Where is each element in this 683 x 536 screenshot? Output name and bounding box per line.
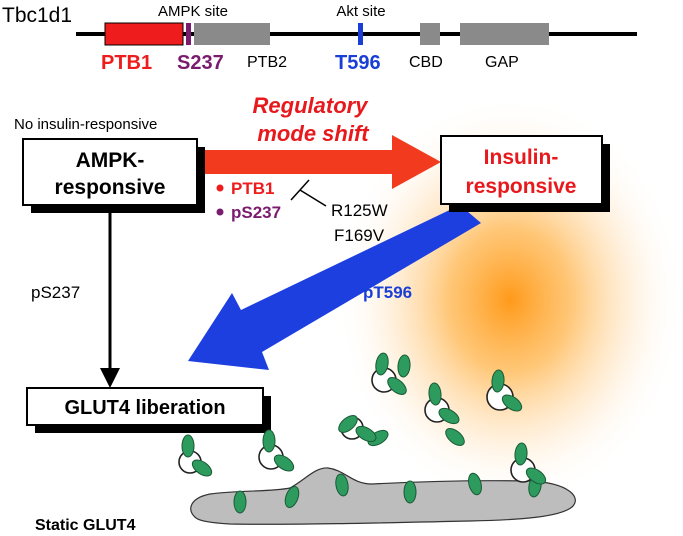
ampk-site-label: AMPK site bbox=[158, 3, 228, 20]
cbd-domain bbox=[420, 23, 440, 45]
glut4-protein bbox=[403, 480, 417, 504]
glut4-protein bbox=[181, 434, 195, 458]
mode-shift-label-line1: Regulatory bbox=[253, 93, 370, 118]
ptb2-label: PTB2 bbox=[247, 54, 287, 71]
pt596-label: pT596 bbox=[363, 283, 412, 302]
ptb1-domain bbox=[104, 22, 184, 46]
insulin-node-line2: responsive bbox=[466, 175, 577, 198]
protein-name: Tbc1d1 bbox=[2, 4, 72, 27]
ps237-arrow-label: pS237 bbox=[31, 283, 80, 302]
glut4-protein bbox=[387, 377, 407, 395]
bullet-ptb1-label: PTB1 bbox=[231, 179, 274, 198]
glut4-protein bbox=[355, 425, 377, 443]
mode-shift-arrow bbox=[196, 135, 441, 189]
glut4-protein bbox=[428, 382, 442, 406]
inhibition-bar bbox=[290, 179, 310, 201]
glut4-protein bbox=[525, 467, 547, 485]
glut4-protein bbox=[375, 352, 389, 376]
s237-site-mark bbox=[186, 23, 191, 45]
glut4-protein bbox=[262, 429, 276, 453]
glut4-protein bbox=[284, 485, 300, 509]
glut4-protein bbox=[491, 369, 505, 393]
glut4-liberation-node: GLUT4 liberation bbox=[26, 387, 267, 429]
gap-domain bbox=[460, 23, 549, 45]
glut4-vesicles bbox=[178, 352, 547, 485]
glut4-protein bbox=[273, 454, 295, 472]
ps237-arrow-head bbox=[100, 368, 120, 388]
s237-label: S237 bbox=[177, 52, 224, 74]
glut4-protein bbox=[233, 490, 247, 514]
ptb1-label: PTB1 bbox=[101, 52, 152, 74]
gap-label: GAP bbox=[485, 54, 519, 71]
no-insulin-responsive-label: No insulin-responsive bbox=[14, 116, 157, 133]
glut4-node-box bbox=[26, 387, 264, 426]
mode-shift-label-line2: mode shift bbox=[257, 121, 370, 146]
glut4-vesicle bbox=[371, 352, 407, 395]
glut4-protein bbox=[397, 354, 411, 378]
ampk-node-line2: responsive bbox=[55, 176, 166, 199]
glut4-protein bbox=[438, 407, 460, 425]
mutation-f169v: F169V bbox=[334, 226, 385, 245]
insulin-responsive-node: Insulin- responsive bbox=[440, 135, 606, 208]
glut4-proteins bbox=[233, 354, 542, 514]
ampk-node-box bbox=[22, 138, 198, 206]
ptb1-bullet bbox=[216, 184, 224, 192]
glut4-protein bbox=[338, 415, 358, 433]
t596-site-mark bbox=[358, 23, 363, 45]
akt-site-label: Akt site bbox=[336, 3, 385, 20]
ps237-bullet bbox=[216, 208, 224, 216]
insulin-node-line1: Insulin- bbox=[484, 146, 559, 169]
ampk-responsive-node: AMPK- responsive bbox=[22, 138, 201, 209]
glut4-vesicle bbox=[424, 382, 460, 425]
glut4-vesicle bbox=[178, 434, 213, 477]
bullet-ps237-label: pS237 bbox=[231, 203, 281, 222]
insulin-node-box bbox=[440, 135, 603, 205]
mutation-r125w: R125W bbox=[331, 201, 388, 220]
glut4-node-label: GLUT4 liberation bbox=[64, 397, 225, 419]
glut4-protein bbox=[335, 473, 349, 497]
glut4-vesicle bbox=[338, 415, 377, 443]
glut4-protein bbox=[514, 442, 528, 466]
pt596-arrow bbox=[188, 205, 481, 370]
cbd-label: CBD bbox=[409, 54, 443, 71]
inhibition-line bbox=[299, 189, 327, 207]
glut4-vesicle bbox=[510, 442, 547, 485]
domain-schema: Tbc1d1 AMPK site Akt site PTB1 S237 PTB2… bbox=[2, 3, 637, 74]
glut4-protein bbox=[191, 459, 213, 477]
glut4-protein bbox=[445, 428, 465, 446]
ampk-node-line1: AMPK- bbox=[76, 149, 145, 172]
glut4-protein bbox=[501, 394, 523, 412]
ptb2-domain bbox=[194, 23, 270, 45]
t596-label: T596 bbox=[335, 52, 381, 74]
glut4-vesicle bbox=[486, 369, 523, 412]
glut4-vesicle bbox=[258, 429, 295, 472]
glut4-protein bbox=[468, 472, 482, 496]
static-glut4-label: Static GLUT4 bbox=[35, 517, 136, 534]
